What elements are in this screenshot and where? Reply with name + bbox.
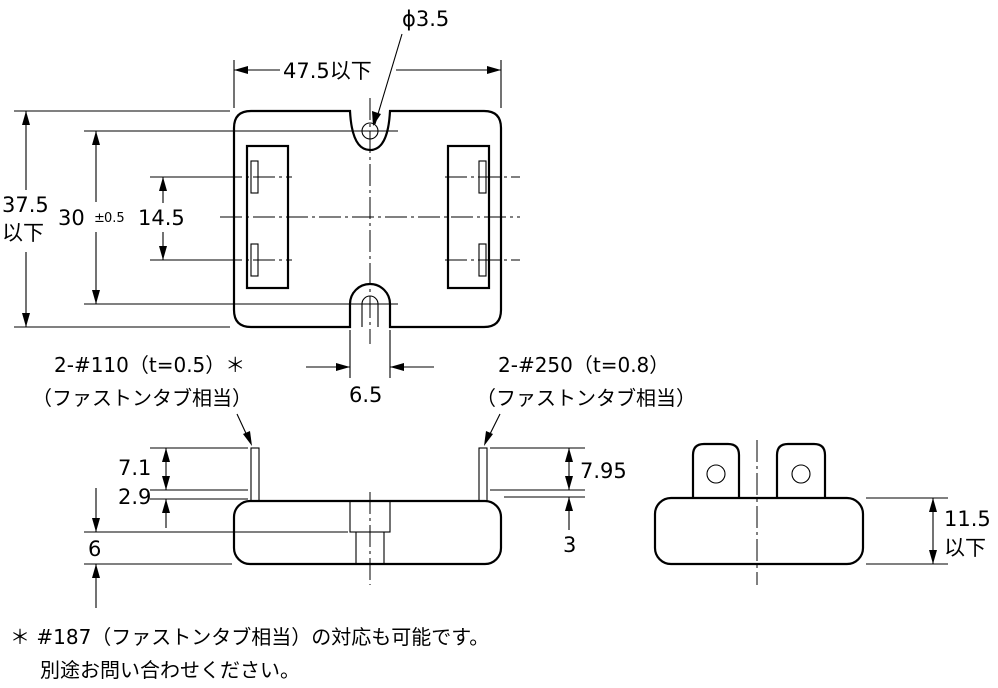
pitch-dimension: 30 (58, 206, 85, 230)
side-left-tab-hole (706, 464, 726, 484)
note-line-1: ＊ #187（ファストンタブ相当）の対応も可能です。 (10, 625, 489, 649)
height-dimension-suffix: 以下 (2, 221, 44, 245)
slot-width-dimension: 6.5 (349, 383, 382, 407)
tab-labels: 2-#110（t=0.5）＊ （ファストンタブ相当） 2-#250（t=0.8）… (32, 353, 696, 446)
left-tab-height: 7.1 (118, 456, 151, 480)
top-view: 47.5以下 ϕ3.5 37.5 以下 30 ± 0.5 14.5 6.5 (2, 7, 520, 407)
notes: ＊ #187（ファストンタブ相当）の対応も可能です。 別途お問い合わせください。 (10, 625, 489, 682)
left-tab-note: （ファストンタブ相当） (32, 386, 252, 410)
width-dimension: 47.5以下 (283, 59, 372, 83)
tab-pitch-dimension: 14.5 (138, 206, 185, 230)
pitch-tolerance: 0.5 (104, 211, 125, 226)
left-tab-offset: 2.9 (118, 485, 151, 509)
side-height-value: 11.5 (944, 507, 991, 531)
right-tab-offset: 3 (563, 533, 576, 557)
right-tab-note: （ファストンタブ相当） (476, 386, 696, 410)
right-tab-height: 7.95 (580, 459, 627, 483)
height-dimension-value: 37.5 (2, 193, 49, 217)
side-left-tab (691, 442, 741, 498)
pitch-tolerance-sign: ± (94, 211, 105, 226)
side-view-body (653, 496, 865, 566)
side-right-tab-hole (791, 464, 811, 484)
side-height-suffix: 以下 (944, 536, 986, 560)
front-left-tab (250, 447, 260, 502)
right-tab-spec: 2-#250（t=0.8） (498, 353, 669, 377)
hole-diameter: ϕ3.5 (402, 7, 449, 31)
side-view: 11.5 以下 (653, 440, 991, 585)
front-right-tab (478, 447, 488, 502)
side-right-tab (775, 442, 827, 498)
note-line-2: 別途お問い合わせください。 (40, 658, 300, 682)
left-tab-spec: 2-#110（t=0.5）＊ (54, 353, 245, 377)
top-view-body (232, 109, 503, 329)
body-thickness: 6 (88, 537, 101, 561)
front-view: 7.1 2.9 6 7.95 3 (84, 447, 627, 608)
